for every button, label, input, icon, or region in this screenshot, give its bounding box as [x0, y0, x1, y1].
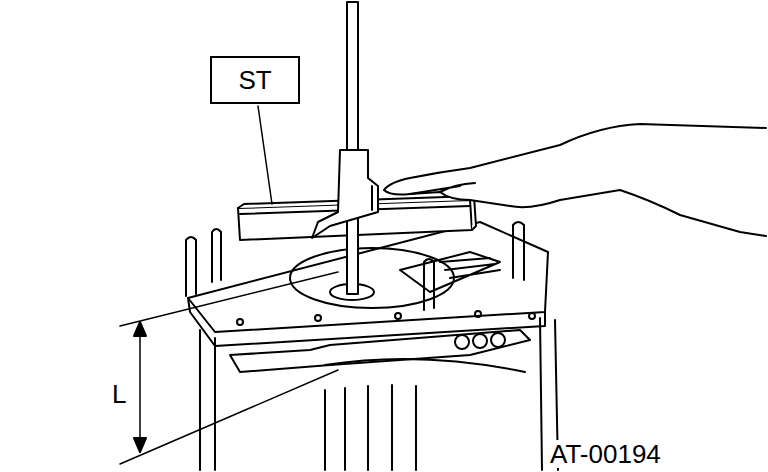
hand — [384, 124, 766, 236]
stud — [424, 259, 434, 310]
valve-body-detail — [400, 252, 500, 292]
flange-hole — [475, 311, 481, 317]
case-flange-edge — [188, 298, 545, 346]
case-hole — [455, 335, 469, 349]
case-rib — [325, 385, 416, 470]
flange-hole — [237, 319, 243, 325]
dimension-label: L — [110, 380, 128, 408]
flange-hole — [395, 313, 401, 319]
case-wall — [200, 318, 558, 470]
stud — [186, 237, 196, 296]
gauge-body — [312, 150, 378, 238]
dimension-arrowhead — [134, 322, 146, 452]
figure-number: AT-00194 — [548, 440, 663, 468]
stud — [513, 222, 524, 280]
tool-label: ST — [238, 67, 271, 93]
flange-hole — [529, 313, 535, 319]
leader-line — [258, 106, 272, 204]
dimension-line — [139, 322, 141, 452]
stud — [212, 229, 221, 282]
gauge-rod — [347, 2, 358, 294]
case-hole — [473, 334, 487, 348]
case-hole — [491, 333, 505, 347]
gauge-body-line — [371, 186, 373, 210]
callout-box: ST — [210, 56, 300, 104]
case-rim — [325, 359, 525, 372]
flange-hole — [315, 315, 321, 321]
extension-line — [120, 272, 338, 464]
finger-line — [410, 183, 475, 194]
